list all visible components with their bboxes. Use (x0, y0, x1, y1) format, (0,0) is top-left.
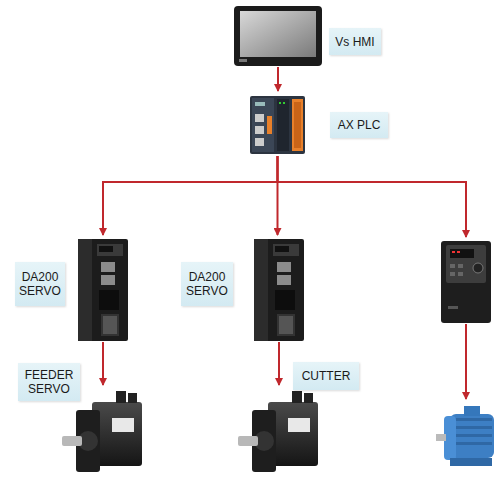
signal-connector (102, 342, 104, 385)
signal-connector (277, 67, 279, 91)
signal-connector (465, 324, 467, 399)
device-node (440, 240, 492, 324)
device-node: AX PLC (249, 94, 306, 156)
device-illustration (238, 388, 320, 476)
device-node (436, 402, 496, 472)
device-illustration (233, 5, 323, 67)
device-label: DA200 SERVO (15, 262, 65, 306)
device-node: DA200 SERVO (77, 238, 129, 342)
device-label: Vs HMI (329, 28, 381, 55)
device-label: CUTTER (293, 362, 359, 390)
device-illustration (253, 238, 305, 342)
device-node: DA200 SERVO (253, 238, 305, 342)
device-label: FEEDER SERVO (18, 363, 80, 401)
device-illustration (249, 94, 306, 156)
device-label: AX PLC (330, 112, 388, 138)
signal-connector (103, 156, 278, 235)
device-illustration (77, 238, 129, 342)
device-label: DA200 SERVO (181, 262, 233, 306)
signal-connector (278, 342, 280, 385)
device-node: CUTTER (238, 388, 320, 476)
device-illustration (436, 402, 496, 472)
device-illustration (440, 240, 492, 324)
signal-connector (278, 156, 467, 237)
device-node: FEEDER SERVO (62, 388, 144, 476)
device-illustration (62, 388, 144, 476)
device-node: Vs HMI (233, 5, 323, 67)
